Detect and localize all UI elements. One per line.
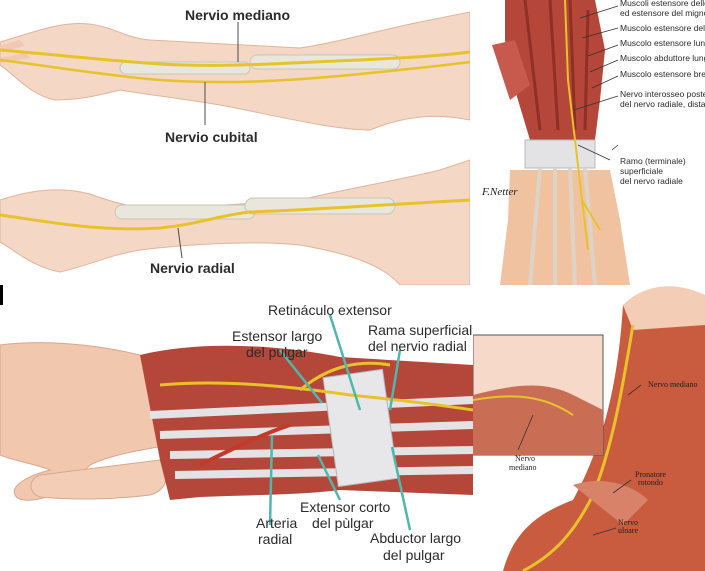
hand-top: [623, 286, 705, 330]
label-tr-10: del nervo radiale: [620, 176, 683, 186]
upper-arm-nerve-median: [0, 48, 470, 67]
arm-nerves-illustration: Nervio mediano Nervio cubital Nervio rad…: [0, 7, 470, 285]
radial-artery: [199, 423, 291, 467]
hand-tendons: [528, 167, 597, 285]
left-border: [0, 285, 3, 305]
label-tr-7: del nervo radiale, distale: [620, 99, 705, 109]
label-arrows: [268, 314, 412, 531]
hand: [500, 170, 630, 285]
pronator-teres: [573, 480, 648, 525]
label-inset-nervo: Nervo: [515, 454, 535, 463]
label-retinaculo-extensor: Retináculo extensor: [268, 302, 392, 318]
inset-arm: [473, 385, 603, 455]
inset-nerve: [473, 395, 574, 416]
wrist-dissection-illustration: Retináculo extensor Estensor largo del p…: [0, 285, 473, 563]
panel-arm-nerves: Nervio mediano Nervio cubital Nervio rad…: [0, 0, 470, 285]
label-extensor-corto-1: Extensor corto: [300, 499, 390, 515]
retracted-muscle: [492, 40, 530, 100]
thumb: [30, 459, 167, 500]
lower-arm-bone: [114, 204, 256, 220]
label-extensor-corto-2: del pùlgar: [312, 515, 374, 531]
label-nervio-radial: Nervio radial: [150, 260, 235, 276]
label-tr-1: ed estensore del mignolo: [620, 8, 705, 18]
label-estensor-largo-1: Estensor largo: [232, 328, 322, 344]
upper-arm-nerve-ulnar: [0, 58, 470, 84]
label-nervio-mediano: Nervio mediano: [185, 7, 290, 23]
label-abductor-largo-2: del pulgar: [383, 547, 445, 563]
arm-muscles: [503, 291, 705, 571]
muscle-stripes: [523, 0, 590, 131]
label-tr-8: Ramo (terminale): [620, 156, 686, 166]
upper-arm-fingers: [0, 40, 30, 63]
label-nervio-cubital: Nervio cubital: [165, 129, 258, 145]
label-nervo-mediano: Nervo mediano: [648, 380, 698, 389]
label-estensor-largo-2: del pulgar: [246, 344, 308, 360]
label-tr-9: superficiale: [620, 166, 663, 176]
label-rama-superficial-1: Rama superficial: [368, 322, 472, 338]
panel-median-nerve: Nervo mediano Nervo mediano Pronatore ro…: [473, 285, 705, 571]
leader-lines: [573, 5, 619, 161]
label-tr-6: Nervo interosseo posteri: [620, 89, 705, 99]
radial-leader: [177, 227, 183, 259]
label-inset-mediano: mediano: [509, 463, 537, 472]
label-arteria-2: radial: [258, 531, 292, 547]
label-rotondo: rotondo: [638, 478, 663, 487]
netter-signature: F.Netter: [481, 186, 518, 198]
label-tr-2: Muscolo estensore dell'i: [620, 23, 705, 33]
median-nerve-illustration: Nervo mediano Nervo mediano Pronatore ro…: [473, 286, 705, 571]
label-abductor-largo-1: Abductor largo: [370, 530, 461, 546]
label-rama-superficial-2: del nervio radial: [368, 338, 467, 354]
label-tr-4: Muscolo abduttore lungo: [620, 53, 705, 63]
panel-wrist-dissection: Retináculo extensor Estensor largo del p…: [0, 285, 473, 571]
label-tr-3: Muscolo estensore lungo: [620, 38, 705, 48]
label-tr-5: Muscolo estensore breve: [620, 69, 705, 79]
lower-arm-skin: [0, 159, 470, 285]
label-nervo-ulnare-1: Nervo: [618, 518, 638, 527]
extensor-retinaculum: [524, 139, 596, 169]
label-arteria-1: Arteria: [256, 515, 297, 531]
lower-arm-nerve-radial: [0, 198, 470, 231]
tendons: [149, 396, 473, 479]
radial-nerve-branch: [564, 0, 601, 251]
label-pronatore: Pronatore: [635, 470, 667, 479]
label-nervo-ulnare-2: ulnare: [618, 526, 638, 535]
